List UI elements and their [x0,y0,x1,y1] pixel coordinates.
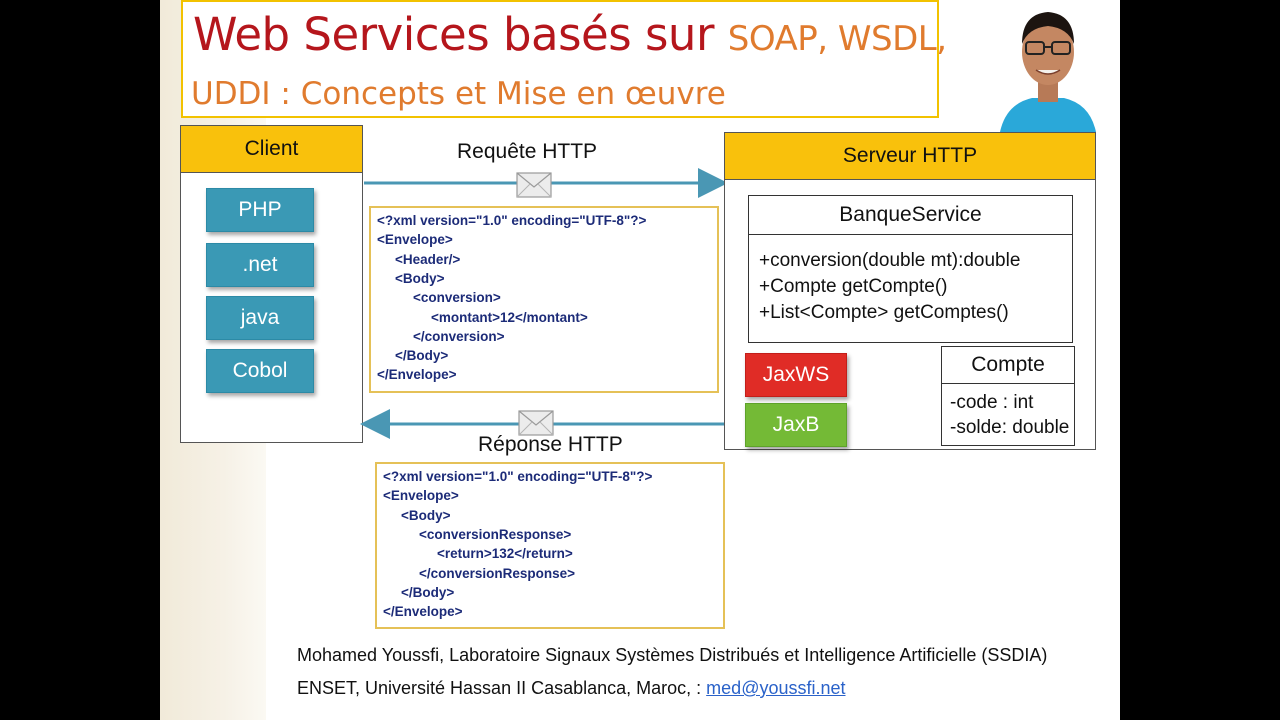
footer-author: Mohamed Youssfi, Laboratoire Signaux Sys… [297,645,1048,665]
banque-service-class: BanqueService +conversion(double mt):dou… [748,195,1073,343]
compte-class: Compte -code : int -solde: double [941,346,1075,446]
response-xml-line: <?xml version="1.0" encoding="UTF-8"?> [383,469,653,484]
request-xml-line: <montant>12</montant> [431,309,588,325]
method-get-comptes: +List<Compte> getComptes() [759,302,1009,323]
method-get-compte: +Compte getCompte() [759,276,948,297]
title-highlight: SOAP, WSDL, [727,19,947,59]
request-xml-line: <conversion> [413,290,501,306]
request-xml-line: </Body> [395,348,449,364]
request-xml-box: <?xml version="1.0" encoding="UTF-8"?> <E… [369,206,719,393]
attribute-code: -code : int [950,392,1034,413]
response-label: Réponse HTTP [478,433,623,456]
title-main: Web Services basés sur [193,8,714,61]
response-xml-line: <return>132</return> [437,546,573,562]
jaxws-button[interactable]: JaxWS [745,353,847,397]
language-php-button[interactable]: PHP [206,188,314,232]
presenter-photo [982,0,1114,132]
jaxb-button[interactable]: JaxB [745,403,847,447]
request-label: Requête HTTP [457,140,598,163]
request-xml-line: <?xml version="1.0" encoding="UTF-8"?> [377,213,647,228]
client-header: Client [181,126,362,173]
language-cobol-button[interactable]: Cobol [206,349,314,393]
title-line-1: Web Services basés sur SOAP, WSDL, [193,8,947,61]
response-xml-line: <conversionResponse> [419,526,572,542]
request-xml-line: <Envelope> [377,232,453,248]
request-xml-line: </Envelope> [377,367,457,383]
footer-institution: ENSET, Université Hassan II Casablanca, … [297,678,846,699]
client-box: Client PHP .net java Cobol [180,125,363,443]
language-java-button[interactable]: java [206,296,314,340]
request-xml-line: <Header/> [395,251,461,267]
attribute-solde: -solde: double [950,417,1070,438]
server-header: Serveur HTTP [725,133,1095,180]
title-line-2: UDDI : Concepts et Mise en œuvre [191,76,726,112]
method-conversion: +conversion(double mt):double [759,250,1021,271]
response-xml-box: <?xml version="1.0" encoding="UTF-8"?> <E… [375,462,725,629]
response-xml-line: </conversionResponse> [419,565,576,581]
footer-institution-text: ENSET, Université Hassan II Casablanca, … [297,678,707,698]
title-box: Web Services basés sur SOAP, WSDL, UDDI … [181,0,947,118]
request-xml-line: <Body> [395,270,445,286]
response-xml-line: <Body> [401,507,451,523]
compte-title: Compte [942,347,1074,384]
response-xml-line: </Envelope> [383,604,463,620]
envelope-icon [518,410,554,436]
slide: Web Services basés sur SOAP, WSDL, UDDI … [160,0,1120,720]
server-box: Serveur HTTP BanqueService +conversion(d… [724,132,1096,450]
request-xml-line: </conversion> [413,328,505,344]
response-xml-line: <Envelope> [383,488,459,504]
language-dotnet-button[interactable]: .net [206,243,314,287]
email-link[interactable]: med@youssfi.net [706,678,846,698]
envelope-icon [516,172,552,198]
response-xml-line: </Body> [401,584,455,600]
banque-service-title: BanqueService [749,196,1072,235]
